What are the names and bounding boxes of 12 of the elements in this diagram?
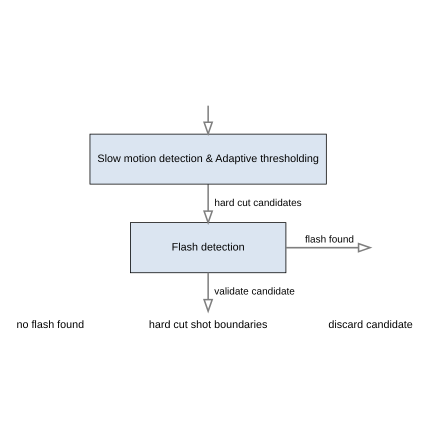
edge-label: hard cut candidates: [214, 198, 302, 210]
arrow: [286, 242, 372, 253]
node-box: Slow motion detection & Adaptive thresholding: [90, 134, 327, 185]
label: discard candidate: [328, 318, 413, 331]
node-box: Flash detection: [130, 222, 286, 274]
arrow: [203, 272, 214, 314]
label: no flash found: [16, 318, 84, 331]
arrow: [203, 106, 214, 136]
node-text: hard cut shot boundaries: [148, 318, 268, 331]
edge-label: validate candidate: [214, 286, 295, 298]
edge-label: flash found: [305, 234, 354, 246]
arrow: [203, 184, 214, 225]
